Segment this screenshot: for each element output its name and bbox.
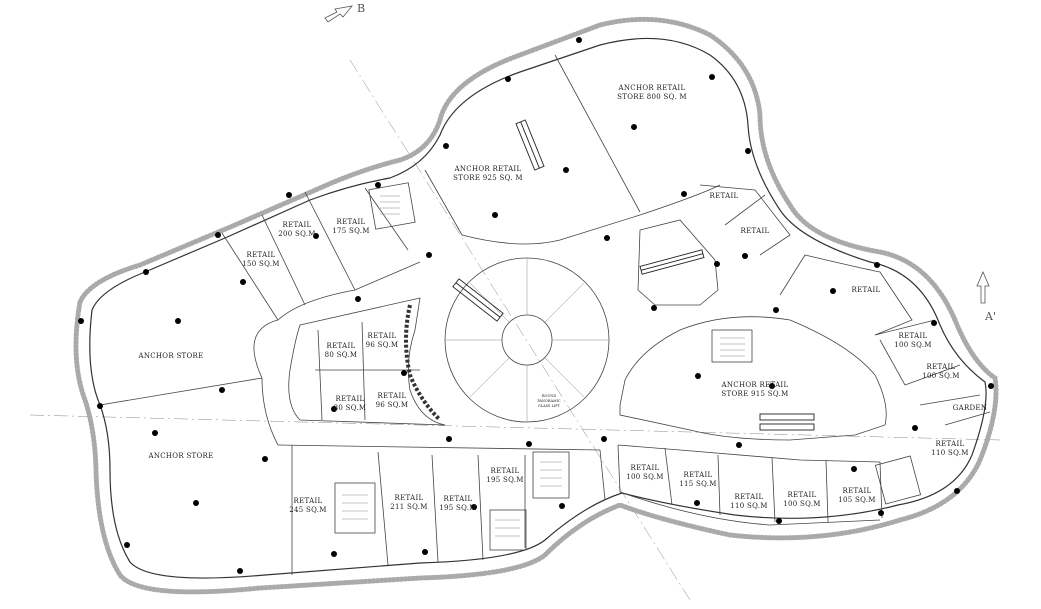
store-label: RETAIL: [631, 464, 660, 472]
store-area: 96 SQ.M: [366, 341, 399, 349]
section-lines: [29, 59, 1001, 601]
columns: [78, 37, 994, 574]
section-marker-b: B: [324, 2, 365, 23]
landscape-border: [73, 16, 999, 595]
store-label: ANCHOR RETAIL: [721, 381, 789, 389]
store-label: RETAIL: [491, 467, 520, 475]
store-label: RETAIL: [336, 395, 365, 403]
store-label: ANCHOR RETAIL: [454, 165, 522, 173]
store-area: 195 SQ.M: [439, 504, 477, 512]
store-label: RETAIL: [741, 227, 770, 235]
store-area: 115 SQ.M: [679, 480, 717, 488]
store-area: 211 SQ.M: [390, 503, 428, 511]
store-area: 100 SQ.M: [783, 500, 821, 508]
store-label: RETAIL: [899, 332, 928, 340]
lift-note: ROUND: [542, 394, 557, 398]
store-area: 96 SQ.M: [376, 401, 409, 409]
building-outline: [89, 37, 987, 579]
store-label: ANCHOR STORE: [147, 452, 213, 460]
store-area: 175 SQ.M: [332, 227, 370, 235]
store-area: 195 SQ.M: [486, 476, 524, 484]
store-label: RETAIL: [368, 332, 397, 340]
store-area: 100 SQ.M: [894, 341, 932, 349]
store-area: 200 SQ.M: [278, 230, 316, 238]
store-label: RETAIL: [283, 221, 312, 229]
lift-note: PANORAMIC: [537, 399, 561, 403]
store-area: 105 SQ.M: [838, 496, 876, 504]
lift-note: GLASS LIFT: [538, 404, 561, 408]
store-area: 100 SQ.M: [626, 473, 664, 481]
store-label: RETAIL: [852, 286, 881, 294]
store-label: RETAIL: [378, 392, 407, 400]
escalators: [452, 119, 815, 431]
store-label: RETAIL: [927, 363, 956, 371]
store-label: RETAIL: [843, 487, 872, 495]
central-rotunda: [444, 257, 610, 423]
store-label: RETAIL: [444, 495, 473, 503]
store-label: RETAIL: [684, 471, 713, 479]
section-marker-a-label: A': [984, 310, 996, 323]
store-label: RETAIL: [735, 493, 764, 501]
store-labels: ANCHOR RETAIL STORE 800 SQ. M ANCHOR RET…: [137, 84, 987, 514]
store-area: 110 SQ.M: [931, 449, 969, 457]
store-label: ANCHOR STORE: [137, 352, 203, 360]
store-label: RETAIL: [936, 440, 965, 448]
store-label: RETAIL: [247, 251, 276, 259]
store-area: 245 SQ.M: [289, 506, 327, 514]
store-label: RETAIL: [788, 491, 817, 499]
stair-cores: [334, 182, 922, 551]
planter: [404, 304, 442, 422]
store-label: GARDEN: [953, 404, 988, 412]
store-label: RETAIL: [710, 192, 739, 200]
store-area: 80 SQ.M: [334, 404, 367, 412]
store-label: RETAIL: [395, 494, 424, 502]
store-area: 150 SQ.M: [242, 260, 280, 268]
section-marker-a: A': [976, 270, 996, 323]
section-marker-b-label: B: [357, 2, 365, 15]
store-label: ANCHOR RETAIL: [618, 84, 686, 92]
store-label: RETAIL: [294, 497, 323, 505]
store-area: STORE 800 SQ. M: [617, 93, 687, 101]
store-area: 100 SQ.M: [922, 372, 960, 380]
store-area: STORE 915 SQ.M: [721, 390, 788, 398]
store-label: RETAIL: [327, 342, 356, 350]
store-area: 80 SQ.M: [325, 351, 358, 359]
store-label: RETAIL: [337, 218, 366, 226]
store-area: 110 SQ.M: [730, 502, 768, 510]
store-area: STORE 925 SQ. M: [453, 174, 523, 182]
